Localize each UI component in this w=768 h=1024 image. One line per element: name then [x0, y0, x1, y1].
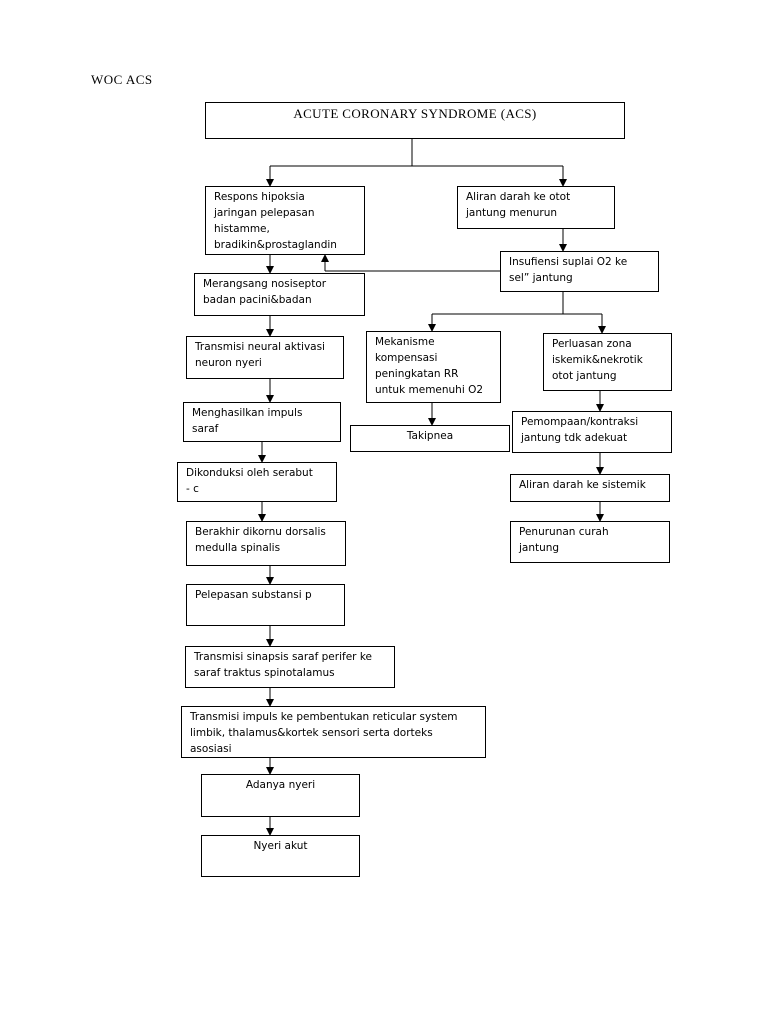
node-aliran-darah-otot-jantung: Aliran darah ke otot jantung menurun [457, 186, 615, 229]
node-transmisi-impuls-reticular: Transmisi impuls ke pembentukan reticula… [181, 706, 486, 758]
node-dikonduksi-serabut-c: Dikonduksi oleh serabut - c [177, 462, 337, 502]
node-menghasilkan-impuls: Menghasilkan impuls saraf [183, 402, 341, 442]
node-respons-hipoksia: Respons hipoksia jaringan pelepasan hist… [205, 186, 365, 255]
node-takipnea: Takipnea [350, 425, 510, 452]
node-mekanisme-kompensasi: Mekanisme kompensasi peningkatan RR untu… [366, 331, 501, 403]
node-perluasan-zona-iskemik: Perluasan zona iskemik&nekrotik otot jan… [543, 333, 672, 391]
node-aliran-darah-sistemik: Aliran darah ke sistemik [510, 474, 670, 502]
node-nyeri-akut: Nyeri akut [201, 835, 360, 877]
node-pelepasan-substansi-p: Pelepasan substansi p [186, 584, 345, 626]
node-berakhir-kornu-dorsalis: Berakhir dikornu dorsalis medulla spinal… [186, 521, 346, 566]
node-insufiensi-suplai-o2: Insufiensi suplai O2 ke sel” jantung [500, 251, 659, 292]
node-pemompaan-kontraksi: Pemompaan/kontraksi jantung tdk adekuat [512, 411, 672, 453]
node-penurunan-curah-jantung: Penurunan curah jantung [510, 521, 670, 563]
node-transmisi-sinapsis: Transmisi sinapsis saraf perifer ke sara… [185, 646, 395, 688]
node-merangsang-nosiseptor: Merangsang nosiseptor badan pacini&badan [194, 273, 365, 316]
node-acute-coronary-syndrome: ACUTE CORONARY SYNDROME (ACS) [205, 102, 625, 139]
node-transmisi-neural: Transmisi neural aktivasi neuron nyeri [186, 336, 344, 379]
document-title: WOC ACS [91, 72, 153, 87]
node-adanya-nyeri: Adanya nyeri [201, 774, 360, 817]
